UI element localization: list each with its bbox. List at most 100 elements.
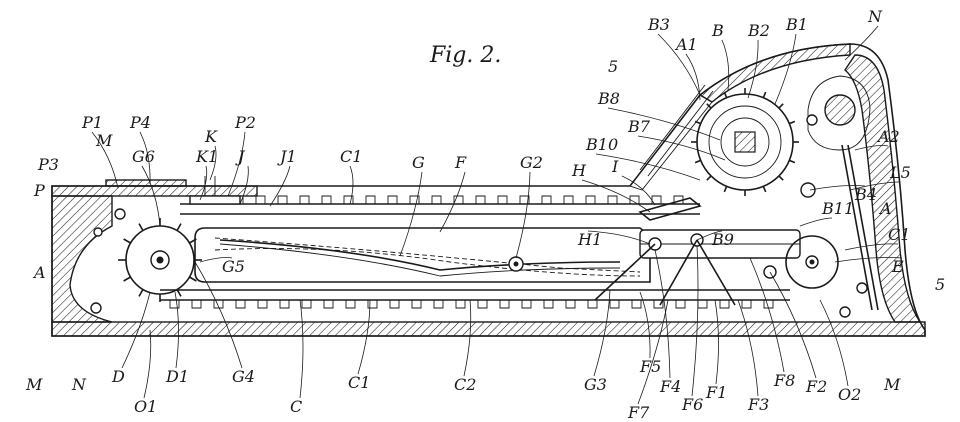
pivot-center — [513, 261, 519, 267]
sprocket-tooth — [789, 159, 796, 164]
reference-label: G — [412, 153, 425, 172]
sprocket-tooth — [138, 223, 144, 231]
leader-line — [769, 271, 817, 379]
chain-tooth — [675, 300, 686, 309]
reference-label: O1 — [134, 397, 157, 416]
leader-line — [349, 165, 354, 205]
reference-label: B1 — [785, 15, 808, 34]
reference-label: F8 — [773, 371, 795, 390]
sprocket-tooth — [189, 238, 197, 244]
leader-line — [844, 25, 879, 61]
leader-line — [737, 299, 759, 397]
top-cover — [698, 43, 851, 103]
reference-label: B10 — [585, 135, 618, 154]
reference-label: P2 — [234, 113, 256, 132]
leader-line — [819, 299, 849, 387]
sprocket-tooth — [123, 276, 131, 282]
leader-line — [143, 329, 152, 399]
chain-tooth — [301, 300, 312, 309]
reference-label: 5 — [608, 57, 618, 76]
reference-label: H — [571, 161, 587, 180]
leader-line — [799, 217, 833, 227]
chain-tooth — [191, 300, 202, 309]
reference-label: B9 — [711, 230, 734, 249]
right-end-wall — [844, 54, 922, 323]
arm-h — [638, 197, 702, 221]
reference-label: K1 — [195, 147, 218, 166]
reference-label: E — [891, 257, 904, 276]
leader-line — [269, 165, 291, 207]
chain-tooth — [323, 300, 334, 309]
chain-tooth — [587, 300, 598, 309]
chain-tooth — [367, 300, 378, 309]
leader-line — [657, 33, 701, 96]
leader-line — [581, 179, 651, 213]
leader-lines — [91, 25, 903, 405]
chain-tooth — [277, 195, 288, 204]
chain-tooth — [563, 195, 574, 204]
chain-tooth — [585, 195, 596, 204]
leader-line — [696, 230, 723, 241]
reference-label: C1 — [888, 225, 910, 244]
reference-label: F4 — [659, 377, 681, 396]
chain-tooth — [543, 300, 554, 309]
reference-label: F5 — [639, 357, 661, 376]
reference-label: N — [867, 7, 883, 26]
chain-tooth — [631, 300, 642, 309]
chain-tooth — [455, 300, 466, 309]
leader-line — [595, 153, 701, 181]
reference-label: A1 — [674, 35, 698, 54]
chain-tooth — [345, 300, 356, 309]
sprocket-tooth — [723, 186, 728, 193]
chain-tooth — [169, 300, 180, 309]
chain-tooth — [387, 195, 398, 204]
chain-tooth — [497, 195, 508, 204]
screw-m — [856, 282, 868, 294]
chain-tooth — [653, 300, 664, 309]
spring-g — [219, 239, 621, 271]
left-end-block — [51, 195, 113, 323]
leader-line — [121, 291, 151, 369]
reference-label: B7 — [627, 117, 651, 136]
reference-label: F3 — [747, 395, 769, 414]
sprocket-tooth — [138, 289, 144, 297]
reference-label: A — [32, 263, 46, 282]
sprocket-tooth — [778, 103, 784, 109]
chain-tooth — [475, 195, 486, 204]
chain-tooth — [477, 300, 488, 309]
reference-label: F7 — [627, 403, 650, 422]
reference-label: F2 — [805, 377, 827, 396]
leader-line — [854, 145, 889, 151]
sprocket-tooth — [123, 238, 131, 244]
leader-line — [199, 257, 233, 263]
reference-label: C2 — [454, 375, 476, 394]
reference-label: F — [454, 153, 467, 172]
reference-label: B4 — [854, 185, 877, 204]
shaft-n — [800, 75, 879, 311]
leader-line — [587, 230, 651, 245]
screw-m — [93, 227, 103, 237]
chain-tooth — [257, 300, 268, 309]
leader-line — [749, 257, 785, 373]
reference-label: B11 — [821, 199, 854, 218]
base-plate — [51, 321, 926, 337]
pivot-b4 — [800, 182, 816, 198]
chain-tooth — [697, 300, 708, 309]
leader-line — [747, 39, 759, 99]
sprocket-tooth — [176, 223, 182, 231]
guide-plate-f — [194, 227, 651, 283]
leader-line — [463, 299, 472, 377]
reference-label: H1 — [577, 230, 602, 249]
chain-tooth — [411, 300, 422, 309]
reference-label: P1 — [81, 113, 103, 132]
leader-line — [199, 165, 208, 201]
lower-chain-run — [160, 289, 790, 309]
screw-m — [90, 302, 102, 314]
reference-label: P3 — [37, 155, 59, 174]
leader-line — [174, 291, 179, 369]
reference-label: D1 — [165, 367, 189, 386]
chain-tooth — [719, 300, 730, 309]
chain-tooth — [565, 300, 576, 309]
chain-tooth — [541, 195, 552, 204]
